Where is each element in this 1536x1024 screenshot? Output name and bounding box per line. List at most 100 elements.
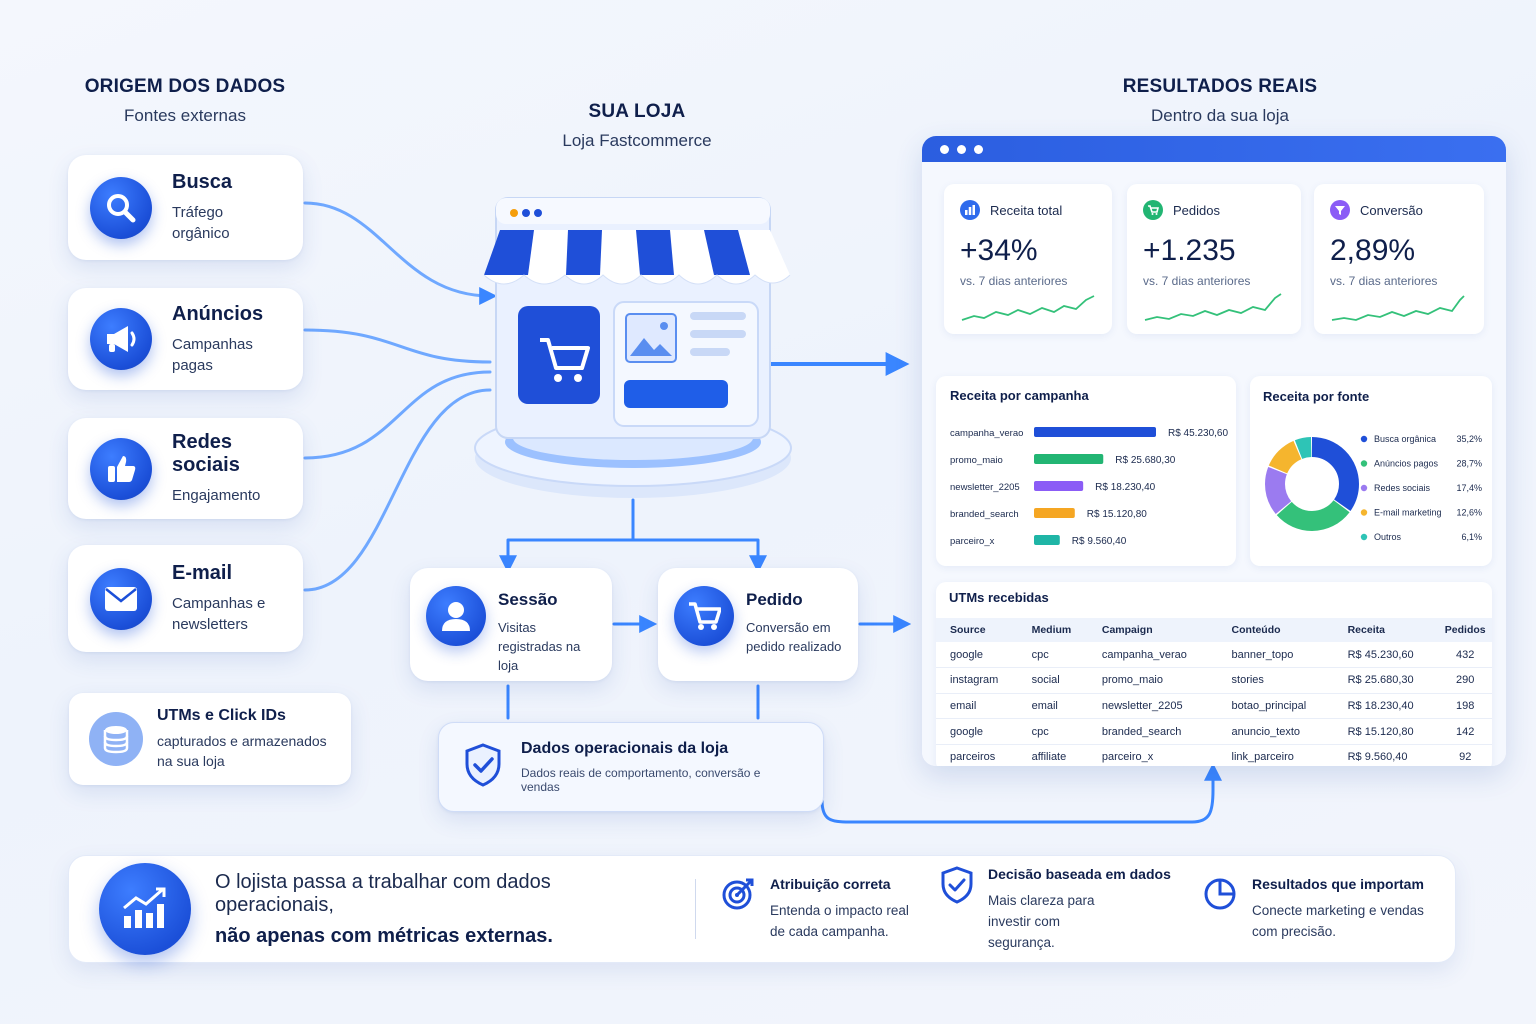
table-cell: 92 bbox=[1438, 744, 1492, 766]
donut-slice[interactable] bbox=[1265, 437, 1359, 531]
ops-subtitle: Dados reais de comportamento, conversão … bbox=[521, 766, 761, 794]
legend-value: 28,7% bbox=[1456, 459, 1482, 469]
kpi-comparison: vs. 7 dias anteriores bbox=[1330, 274, 1438, 288]
kpi-comparison: vs. 7 dias anteriores bbox=[960, 274, 1068, 288]
kpi-value: +1.235 bbox=[1143, 234, 1236, 267]
bar-value-label: R$ 25.680,30 bbox=[1115, 455, 1175, 466]
legend-swatch bbox=[1360, 435, 1368, 443]
table-cell: botao_principal bbox=[1217, 693, 1334, 720]
legend-value: 6,1% bbox=[1461, 532, 1482, 542]
bar-category-label: branded_search bbox=[950, 509, 1019, 520]
origin-heading: ORIGEM DOS DADOS Fontes externas bbox=[60, 76, 310, 126]
dashboard-titlebar bbox=[922, 136, 1506, 162]
table-header-cell: Source bbox=[936, 618, 1018, 642]
table-cell: anuncio_texto bbox=[1217, 718, 1334, 745]
table-cell: stories bbox=[1217, 667, 1334, 694]
donut-slice[interactable] bbox=[1265, 437, 1359, 531]
target-icon bbox=[720, 876, 756, 917]
campaign-panel-title: Receita por campanha bbox=[950, 388, 1089, 403]
shield-check-icon bbox=[463, 742, 503, 793]
table-cell: cpc bbox=[1017, 642, 1088, 669]
kpi-card-conversion[interactable]: Conversão 2,89% vs. 7 dias anteriores bbox=[1314, 184, 1484, 334]
table-cell: 198 bbox=[1438, 693, 1492, 720]
table-cell: social bbox=[1017, 667, 1088, 694]
bar[interactable] bbox=[1034, 481, 1084, 491]
table-header-cell: Pedidos bbox=[1438, 618, 1492, 642]
source-title: Busca bbox=[172, 171, 233, 193]
source-title: E-mail bbox=[172, 562, 233, 584]
user-icon bbox=[426, 586, 486, 646]
kpi-card-revenue[interactable]: Receita total +34% vs. 7 dias anteriores bbox=[944, 184, 1112, 334]
legend-label: Redes sociais bbox=[1374, 483, 1431, 493]
banner-line-2: não apenas com métricas externas. bbox=[215, 924, 553, 947]
source-card-redes[interactable]: Redes sociais Engajamento bbox=[68, 418, 303, 519]
legend-swatch bbox=[1360, 509, 1368, 516]
bar[interactable] bbox=[1034, 508, 1075, 518]
megaphone-icon bbox=[90, 308, 152, 370]
shield-check-icon bbox=[940, 865, 974, 909]
divider bbox=[695, 879, 696, 939]
table-cell: banner_topo bbox=[1217, 642, 1334, 669]
table-cell: parceiros bbox=[936, 744, 1018, 766]
donut-slice[interactable] bbox=[1265, 437, 1359, 531]
growth-chart-icon bbox=[99, 863, 191, 955]
conversion-sparkline bbox=[1331, 295, 1465, 321]
origin-subtitle: Fontes externas bbox=[124, 106, 246, 125]
cart-icon bbox=[1143, 200, 1163, 220]
source-subtitle: Campanhas pagas bbox=[172, 335, 253, 374]
table-cell: google bbox=[936, 718, 1018, 745]
window-dot bbox=[974, 144, 983, 154]
table-cell: R$ 45.230,60 bbox=[1333, 642, 1439, 669]
session-card[interactable]: Sessão Visitas registradas na loja bbox=[410, 568, 612, 681]
kpi-label: Pedidos bbox=[1173, 202, 1220, 218]
legend-label: Busca orgânica bbox=[1374, 434, 1436, 444]
table-cell: branded_search bbox=[1087, 718, 1218, 745]
bar-category-label: parceiro_x bbox=[950, 536, 995, 547]
summary-banner: O lojista passa a trabalhar com dados op… bbox=[68, 855, 1456, 963]
source-panel-title: Receita por fonte bbox=[1263, 389, 1370, 404]
session-subtitle: Visitas registradas na loja bbox=[498, 620, 581, 673]
utm-panel-title: UTMs recebidas bbox=[949, 590, 1049, 605]
order-subtitle: Conversão em pedido realizado bbox=[746, 620, 842, 654]
bar[interactable] bbox=[1034, 535, 1060, 545]
legend-label: Anúncios pagos bbox=[1374, 459, 1439, 469]
source-card-email[interactable]: E-mail Campanhas e newsletters bbox=[68, 545, 303, 652]
database-icon bbox=[89, 712, 143, 766]
store-illustration bbox=[474, 197, 792, 498]
order-card[interactable]: Pedido Conversão em pedido realizado bbox=[658, 568, 858, 681]
kpi-label: Conversão bbox=[1360, 202, 1423, 218]
benefit-subtitle: Conecte marketing e vendas com precisão. bbox=[1252, 903, 1424, 939]
table-cell: email bbox=[936, 693, 1018, 720]
kpi-value: +34% bbox=[960, 234, 1038, 267]
benefit-title: Decisão baseada em dados bbox=[988, 865, 1171, 882]
envelope-icon bbox=[90, 567, 152, 630]
utm-card-title: UTMs e Click IDs bbox=[157, 707, 286, 724]
table-cell: campanha_verao bbox=[1087, 642, 1218, 669]
bar[interactable] bbox=[1034, 454, 1104, 464]
bar-category-label: promo_maio bbox=[950, 455, 1003, 466]
bar[interactable] bbox=[1034, 427, 1156, 437]
order-title: Pedido bbox=[746, 590, 803, 609]
kpi-card-orders[interactable]: Pedidos +1.235 vs. 7 dias anteriores bbox=[1127, 184, 1301, 334]
source-card-busca[interactable]: Busca Tráfego orgânico bbox=[68, 155, 303, 260]
source-card-anuncios[interactable]: Anúncios Campanhas pagas bbox=[68, 288, 303, 390]
orders-sparkline bbox=[1144, 293, 1282, 321]
bar-category-label: campanha_verao bbox=[950, 428, 1023, 439]
store-subtitle: Loja Fastcommerce bbox=[562, 131, 712, 150]
table-cell: google bbox=[936, 642, 1018, 669]
table-cell: 432 bbox=[1438, 642, 1492, 669]
table-cell: R$ 18.230,40 bbox=[1333, 693, 1439, 720]
bar-category-label: newsletter_2205 bbox=[950, 482, 1020, 493]
kpi-comparison: vs. 7 dias anteriores bbox=[1143, 274, 1251, 288]
benefit-subtitle: Entenda o impacto real de cada campanha. bbox=[770, 903, 909, 939]
